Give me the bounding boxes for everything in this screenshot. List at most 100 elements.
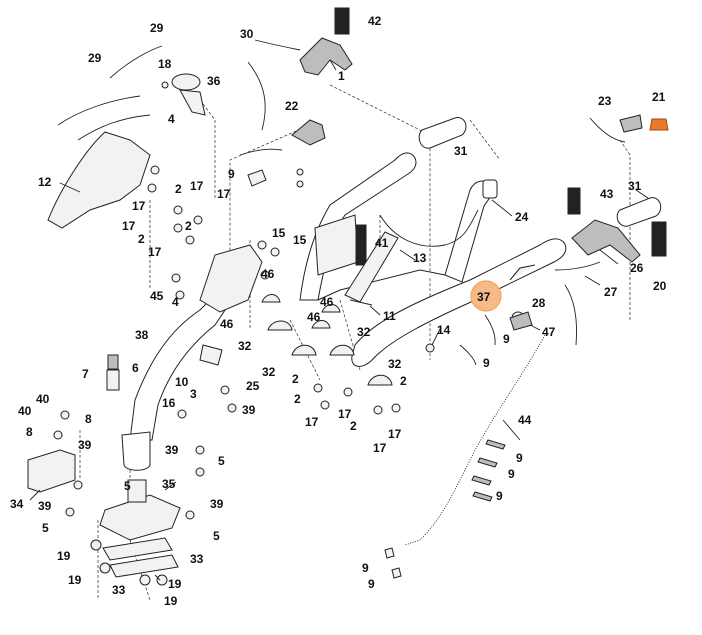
label-39-e: 39 — [210, 497, 224, 511]
part-labels: 1 2 2 2 2 2 2 2 3 4 4 5 5 5 5 6 7 8 8 9 … — [10, 14, 667, 608]
label-9-f: 9 — [496, 489, 503, 503]
label-13: 13 — [413, 251, 427, 265]
leader-lines — [29, 59, 649, 581]
label-2-b: 2 — [138, 232, 145, 246]
label-19-c: 19 — [168, 577, 182, 591]
label-3: 3 — [190, 387, 197, 401]
label-19-b: 19 — [68, 573, 82, 587]
label-5-d: 5 — [42, 521, 49, 535]
label-22: 22 — [285, 99, 299, 113]
label-18: 18 — [158, 57, 172, 71]
label-23: 23 — [598, 94, 612, 108]
label-15-a: 15 — [272, 226, 286, 240]
lower-arm-assembly — [121, 244, 263, 471]
flexible-conduit — [404, 334, 546, 546]
label-16: 16 — [162, 396, 176, 410]
label-25: 25 — [246, 379, 260, 393]
label-39-d: 39 — [38, 499, 52, 513]
label-5-c: 5 — [213, 529, 220, 543]
label-11: 11 — [383, 309, 396, 323]
cables — [57, 39, 626, 366]
label-8-a: 8 — [85, 412, 92, 426]
label-24: 24 — [515, 210, 529, 224]
label-37: 37 — [477, 290, 491, 304]
label-38: 38 — [135, 328, 149, 342]
label-14: 14 — [437, 323, 451, 337]
label-46-d: 46 — [307, 310, 321, 324]
label-30: 30 — [240, 27, 254, 41]
label-40-a: 40 — [36, 392, 50, 406]
label-9-g: 9 — [362, 561, 369, 575]
label-2-g: 2 — [350, 419, 357, 433]
label-6: 6 — [132, 361, 139, 375]
label-40-b: 40 — [18, 404, 32, 418]
shroud-cover — [47, 131, 151, 229]
label-17-g: 17 — [338, 407, 352, 421]
label-32-b: 32 — [262, 365, 276, 379]
label-27: 27 — [604, 285, 618, 299]
label-26: 26 — [630, 261, 644, 275]
label-34: 34 — [10, 497, 24, 511]
label-42: 42 — [368, 14, 382, 28]
label-31-a: 31 — [454, 144, 468, 158]
fasteners — [53, 81, 525, 586]
label-39-b: 39 — [78, 438, 92, 452]
label-36: 36 — [207, 74, 221, 88]
label-19-a: 19 — [57, 549, 71, 563]
label-32-d: 32 — [388, 357, 402, 371]
label-17-i: 17 — [373, 441, 387, 455]
label-44: 44 — [518, 413, 532, 427]
label-2-f: 2 — [400, 374, 407, 388]
label-17-e: 17 — [217, 187, 231, 201]
label-4-b: 4 — [172, 295, 179, 309]
label-20: 20 — [653, 279, 667, 293]
label-39-c: 39 — [165, 443, 179, 457]
label-17-f: 17 — [305, 415, 319, 429]
label-19-d: 19 — [164, 594, 178, 608]
label-9-c: 9 — [483, 356, 490, 370]
clamps — [261, 294, 393, 386]
label-15-b: 15 — [293, 233, 307, 247]
label-5-a: 5 — [124, 479, 131, 493]
label-29-b: 29 — [88, 51, 102, 65]
label-31-b: 31 — [628, 179, 642, 193]
label-9-d: 9 — [516, 451, 523, 465]
label-32-a: 32 — [238, 339, 252, 353]
base-assembly — [27, 449, 181, 600]
label-39-a: 39 — [242, 403, 256, 417]
label-46-c: 46 — [320, 295, 334, 309]
mounting-block — [314, 214, 399, 303]
label-33-b: 33 — [112, 583, 126, 597]
label-46-a: 46 — [261, 267, 275, 281]
pins — [247, 169, 506, 579]
label-7: 7 — [82, 367, 89, 381]
label-9-a: 9 — [228, 167, 235, 181]
label-1: 1 — [338, 69, 345, 83]
label-17-c: 17 — [122, 219, 136, 233]
label-29-a: 29 — [150, 21, 164, 35]
label-9-h: 9 — [368, 577, 375, 591]
label-21: 21 — [652, 90, 666, 104]
label-32-c: 32 — [357, 325, 371, 339]
label-33-a: 33 — [190, 552, 204, 566]
label-2-e: 2 — [294, 392, 301, 406]
label-47: 47 — [542, 325, 556, 339]
label-45: 45 — [150, 289, 164, 303]
label-12: 12 — [38, 175, 52, 189]
label-2-a: 2 — [175, 182, 182, 196]
label-17-a: 17 — [190, 179, 204, 193]
label-4-a: 4 — [168, 112, 175, 126]
label-2-c: 2 — [185, 219, 192, 233]
label-9-b: 9 — [503, 332, 510, 346]
label-17-h: 17 — [388, 427, 402, 441]
label-9-e: 9 — [508, 467, 515, 481]
label-35: 35 — [162, 477, 176, 491]
highlight-marker — [470, 280, 502, 312]
label-2-d: 2 — [292, 372, 299, 386]
label-17-b: 17 — [132, 199, 146, 213]
controls — [171, 7, 669, 366]
label-43: 43 — [600, 187, 614, 201]
label-41: 41 — [375, 236, 389, 250]
label-8-b: 8 — [26, 425, 33, 439]
